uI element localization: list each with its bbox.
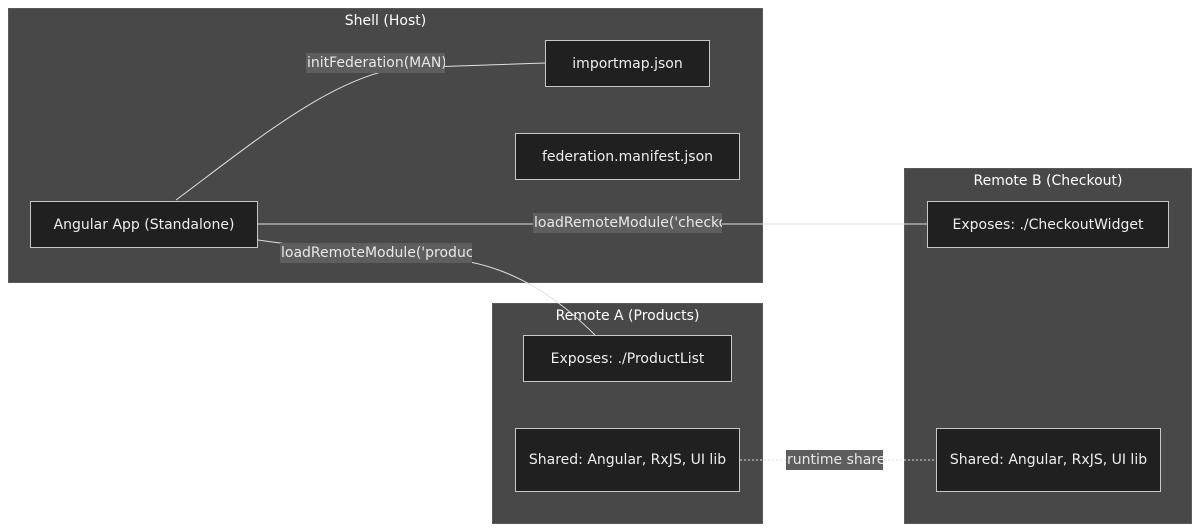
cluster-title-shell: Shell (Host) [344,13,427,29]
edge-label-init-federation: initFederation(MAN) [306,53,445,73]
node-angular-app: Angular App (Standalone) [30,201,258,248]
cluster-title-remote-a: Remote A (Products) [555,308,700,324]
node-checkout-widget: Exposes: ./CheckoutWidget [927,201,1169,248]
edge-label-load-product: loadRemoteModule('product [280,243,472,263]
node-federation-manifest-json: federation.manifest.json [515,133,740,180]
node-product-list: Exposes: ./ProductList [523,335,732,382]
node-importmap-json: importmap.json [545,40,710,87]
node-shared-remote-a: Shared: Angular, RxJS, UI lib [515,428,740,492]
node-shared-remote-b: Shared: Angular, RxJS, UI lib [936,428,1161,492]
edge-label-load-checkout: loadRemoteModule('checkou [533,213,722,233]
edge-label-runtime-share: runtime share [786,450,883,470]
edge-app-to-importmap [175,62,546,201]
cluster-title-remote-b: Remote B (Checkout) [973,173,1123,189]
